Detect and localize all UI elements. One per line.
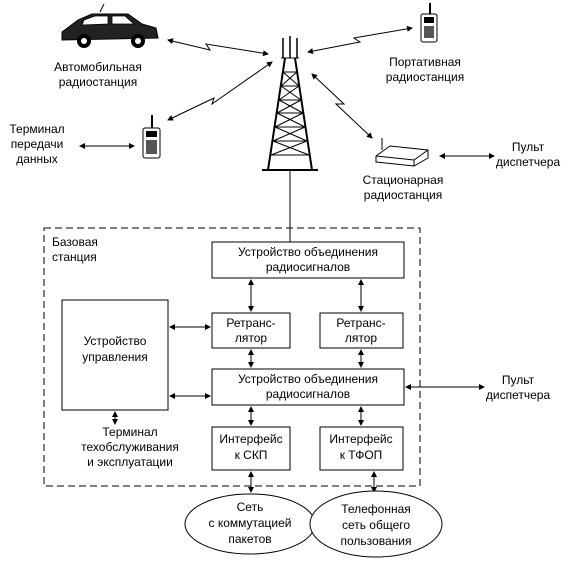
data-terminal-label-line2: передачи (11, 137, 64, 151)
control-unit-label-line2: управления (82, 350, 147, 364)
stationary-station-label-line2: радиостанция (364, 188, 442, 202)
combiner-bottom-label-line2: радиосигналов (266, 387, 350, 401)
repeater-right-box (319, 312, 404, 349)
internal-connectors (112, 279, 485, 493)
data-terminal-label-line1: Терминал (9, 122, 64, 136)
pstn-network-label-line3: пользования (341, 534, 412, 548)
dispatcher-console-label-right-line2: диспетчера (486, 388, 551, 402)
combiner-top-label-line1: Устройство объединения (238, 245, 378, 259)
dispatcher-console-label-top-line2: диспетчера (496, 155, 561, 169)
combiner-bottom-label-line1: Устройство объединения (238, 372, 378, 386)
pstn-network-label-line1: Телефонная (341, 502, 411, 516)
repeater-right-label-line2: лятор (345, 331, 378, 345)
radio-link-portable (307, 25, 413, 55)
car-icon (61, 3, 159, 48)
combiner-bottom-box (211, 368, 405, 406)
packet-network-label-line3: пакетов (228, 532, 271, 546)
radio-link-terminal (167, 61, 273, 121)
pstn-network-label-line2: сеть общего (342, 518, 410, 532)
stationary-station-label-line1: Стационарная (363, 173, 444, 187)
radio-link-car (167, 38, 269, 57)
pstn-network-ellipse (309, 490, 443, 558)
data-terminal-icon (142, 115, 161, 159)
maintenance-terminal-label-line1: Терминал (102, 425, 157, 439)
car-station-label-line2: радиостанция (59, 75, 137, 89)
radio-link-arrows (167, 25, 413, 139)
antenna-tower-icon (262, 36, 318, 171)
control-unit-label-line1: Устройство (84, 334, 147, 348)
repeater-left-label-line2: лятор (235, 331, 268, 345)
radio-link-stationary (311, 73, 373, 139)
pstn-interface-label-line1: Интерфейс (329, 432, 392, 446)
repeater-right-label-line1: Ретранс- (336, 316, 385, 330)
base-station-label-line2: станция (52, 250, 97, 264)
portable-station-label-line1: Портативная (389, 55, 461, 69)
stationary-radio-icon (375, 138, 429, 167)
repeater-left-box (211, 312, 291, 349)
packet-network-label-line2: с коммутацией (208, 516, 291, 530)
control-unit-box (61, 299, 169, 411)
portable-radio-icon (420, 3, 438, 43)
data-terminal-label-line3: данных (16, 152, 58, 166)
dispatcher-console-label-top-line1: Пульт (512, 140, 545, 154)
packet-interface-label-line2: к СКП (235, 448, 268, 462)
dispatcher-console-label-right-line1: Пульт (502, 373, 535, 387)
pstn-interface-box (319, 426, 404, 471)
packet-network-label-line1: Сеть (237, 500, 264, 514)
packet-interface-label-line1: Интерфейс (219, 432, 282, 446)
car-station-label-line1: Автомобильная (54, 60, 142, 74)
pstn-interface-label-line2: к ТФОП (340, 448, 383, 462)
combiner-top-label-line2: радиосигналов (266, 260, 350, 274)
packet-interface-box (211, 426, 291, 471)
combiner-top-box (211, 241, 405, 279)
portable-station-label-line2: радиостанция (386, 70, 464, 84)
maintenance-terminal-label-line3: и эксплуатации (87, 455, 173, 469)
base-station-label-line1: Базовая (52, 235, 98, 249)
base-station-boundary (43, 227, 421, 487)
repeater-left-label-line1: Ретранс- (226, 316, 275, 330)
maintenance-terminal-label-line2: техобслуживания (81, 440, 179, 454)
